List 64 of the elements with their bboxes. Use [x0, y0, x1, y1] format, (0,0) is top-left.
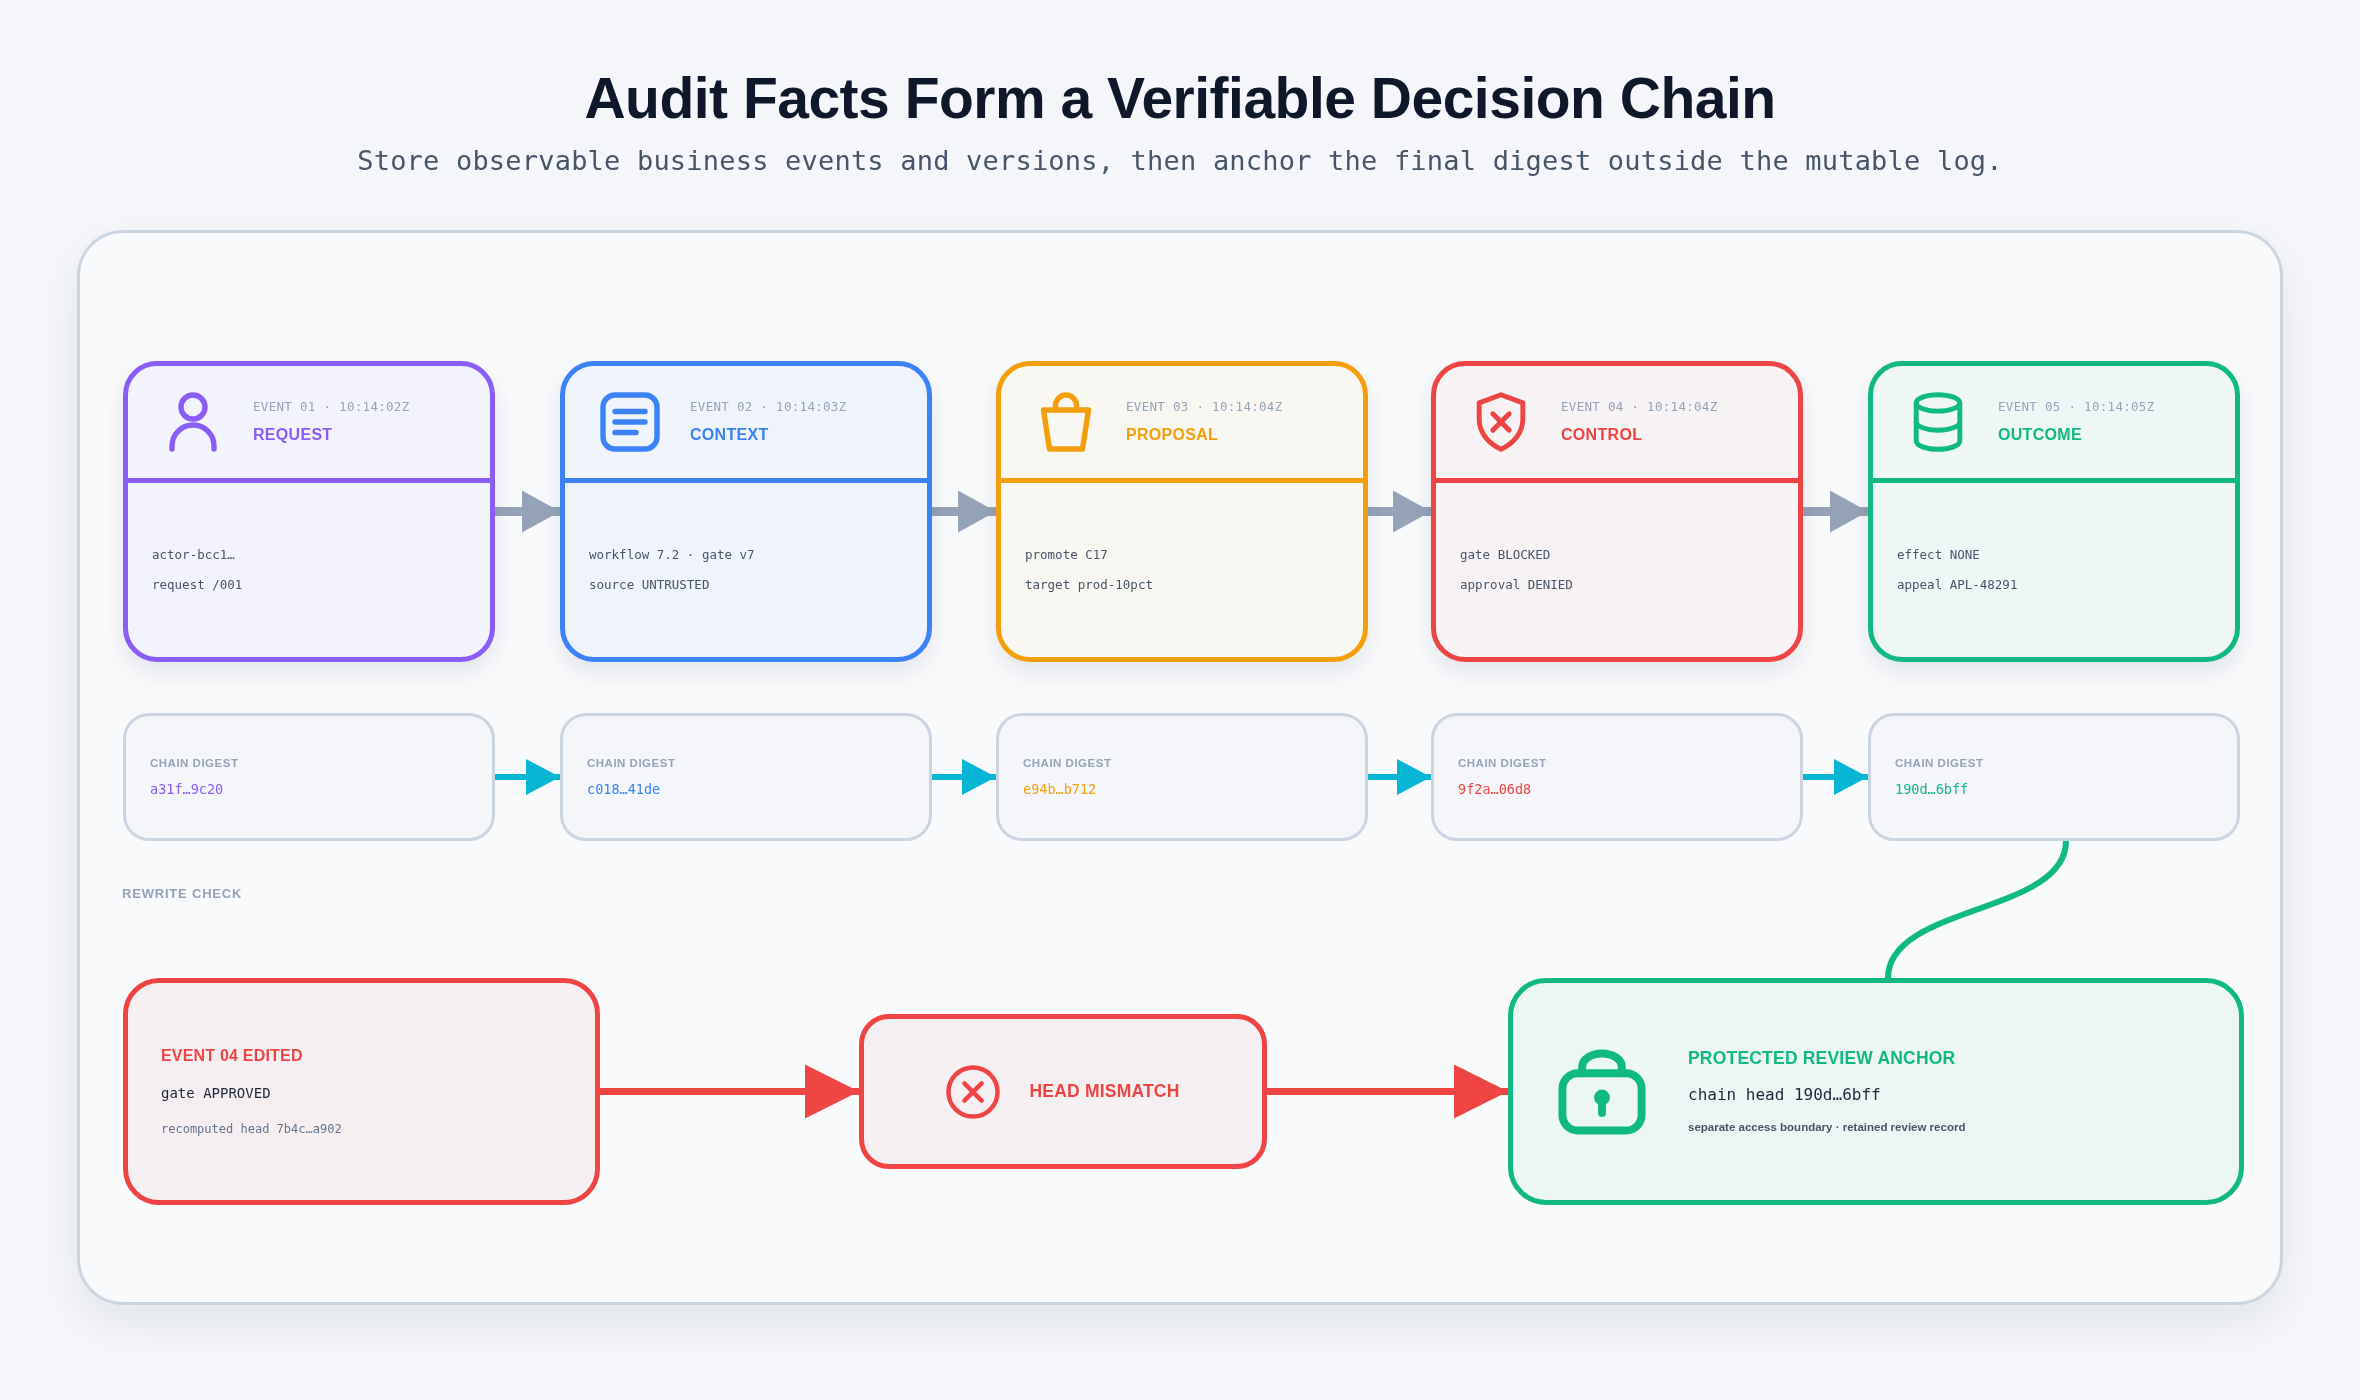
arrow — [932, 760, 996, 794]
arrow — [495, 760, 560, 794]
event-card — [1868, 361, 2240, 662]
digest-hash: e94b…b712 — [1023, 780, 1097, 798]
anchor-title: PROTECTED REVIEW ANCHOR — [1688, 1048, 1956, 1071]
event-detail: gate BLOCKED — [1460, 547, 1551, 563]
event-title: CONTROL — [1561, 425, 1643, 446]
digest-card — [996, 713, 1368, 841]
digest-caption: CHAIN DIGEST — [587, 756, 676, 771]
event-title: PROPOSAL — [1126, 425, 1219, 446]
card-title: EVENT 04 EDITED — [161, 1046, 303, 1067]
digest-caption: CHAIN DIGEST — [1023, 756, 1112, 771]
event-title: REQUEST — [253, 425, 333, 446]
section-label: REWRITE CHECK — [122, 886, 243, 902]
edited-event-card — [123, 978, 600, 1205]
page-subtitle: Store observable business events and versions, then anchor the final digest outside the mutable log. — [357, 145, 2003, 178]
event-card — [996, 361, 1368, 662]
event-detail: target prod-10pct — [1025, 577, 1153, 593]
digest-card — [1431, 713, 1803, 841]
alert-box — [859, 1014, 1267, 1169]
chain-head-text: chain head 190d…6bff — [1688, 1085, 1881, 1106]
arrow — [495, 492, 560, 531]
connector-line — [1885, 840, 2069, 979]
arrow — [1803, 492, 1868, 531]
note-text: recomputed head 7b4c…a902 — [161, 1121, 342, 1137]
event-timestamp: EVENT 03 · 10:14:04Z — [1126, 398, 1283, 415]
event-detail: appeal APL-48291 — [1897, 577, 2018, 593]
arrow — [1803, 760, 1868, 794]
event-title: CONTEXT — [690, 425, 769, 446]
digest-card — [560, 713, 932, 841]
event-timestamp: EVENT 01 · 10:14:02Z — [253, 398, 410, 415]
event-timestamp: EVENT 05 · 10:14:05Z — [1998, 398, 2155, 415]
page-title: Audit Facts Form a Verifiable Decision Chain — [584, 65, 1776, 132]
digest-hash: c018…41de — [587, 780, 661, 798]
arrow — [1267, 1064, 1508, 1119]
event-timestamp: EVENT 04 · 10:14:04Z — [1561, 398, 1718, 415]
digest-caption: CHAIN DIGEST — [150, 756, 239, 771]
event-detail: request /001 — [152, 577, 243, 593]
detail-text: gate APPROVED — [161, 1085, 271, 1103]
event-card — [123, 361, 495, 662]
digest-caption: CHAIN DIGEST — [1895, 756, 1984, 771]
arrow — [932, 492, 996, 531]
event-timestamp: EVENT 02 · 10:14:03Z — [690, 398, 847, 415]
event-detail: approval DENIED — [1460, 577, 1573, 593]
digest-card — [123, 713, 495, 841]
event-detail: actor-bcc1… — [152, 547, 235, 563]
arrow — [1368, 492, 1431, 531]
digest-caption: CHAIN DIGEST — [1458, 756, 1547, 771]
event-detail: promote C17 — [1025, 547, 1108, 563]
alert-title: HEAD MISMATCH — [1029, 1080, 1180, 1103]
digest-hash: 190d…6bff — [1895, 780, 1969, 798]
note-text: separate access boundary · retained review record — [1688, 1120, 1966, 1135]
event-title: OUTCOME — [1998, 425, 2082, 446]
event-detail: workflow 7.2 · gate v7 — [589, 547, 755, 563]
event-card — [560, 361, 932, 662]
event-card — [1431, 361, 1803, 662]
digest-hash: a31f…9c20 — [150, 780, 224, 798]
arrow — [600, 1064, 859, 1119]
digest-hash: 9f2a…06d8 — [1458, 780, 1532, 798]
event-detail: effect NONE — [1897, 547, 1980, 563]
digest-card — [1868, 713, 2240, 841]
arrow — [1368, 760, 1431, 794]
event-detail: source UNTRUSTED — [589, 577, 710, 593]
anchor-card — [1508, 978, 2244, 1205]
